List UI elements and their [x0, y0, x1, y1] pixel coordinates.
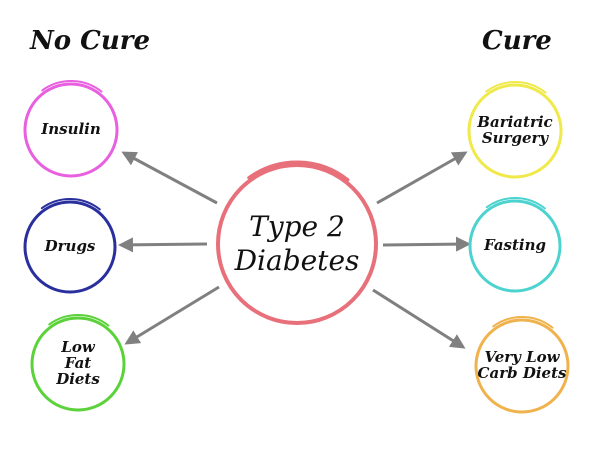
center-label-line: Type 2: [249, 210, 345, 244]
right-node-circle: [468, 199, 562, 293]
left-node-label: Drugs: [25, 202, 115, 292]
arrow-to-left-node: [121, 151, 218, 205]
left-node-circle-stroke: [48, 314, 110, 327]
right-node-circle: [467, 83, 563, 179]
right-node-label: Fasting: [470, 201, 560, 291]
arrow-to-left-node: [124, 285, 220, 345]
left-node-label-line: Insulin: [41, 120, 101, 139]
right-node-label-line: Bariatric: [477, 113, 553, 132]
left-node-label: Insulin: [25, 84, 117, 176]
arrow-to-right-node: [382, 236, 471, 252]
center-label-line: Diabetes: [234, 244, 360, 277]
left-node-circle: [23, 82, 119, 178]
right-node-circle: [474, 318, 570, 414]
left-node-circle: [23, 200, 117, 294]
heading-cure: Cure: [482, 26, 552, 56]
arrow-to-left-node: [118, 237, 208, 253]
right-node-label-line: Surgery: [481, 129, 549, 147]
right-node-label-line: Very Low: [484, 348, 560, 367]
left-node-label-line: Low: [61, 338, 95, 357]
right-node-circle-stroke: [485, 81, 547, 94]
left-node-circle-stroke: [41, 80, 103, 93]
arrow-to-right-node: [372, 288, 466, 349]
left-node-label-line: Diets: [56, 369, 100, 388]
center-circle: [216, 163, 378, 325]
right-node-circle-stroke: [492, 316, 554, 329]
left-node-label-line: Drugs: [44, 237, 96, 256]
left-node-label-line: Fat: [64, 354, 92, 373]
left-node-circle-stroke: [40, 198, 101, 211]
heading-no-cure: No Cure: [30, 26, 150, 56]
center-circle-stroke: [247, 160, 350, 182]
arrow-to-right-node: [376, 151, 468, 205]
right-node-circle-stroke: [485, 197, 546, 210]
right-node-label-line: Carb Diets: [477, 364, 567, 382]
left-node-circle: [30, 316, 126, 412]
right-node-label-line: Fasting: [483, 236, 546, 255]
